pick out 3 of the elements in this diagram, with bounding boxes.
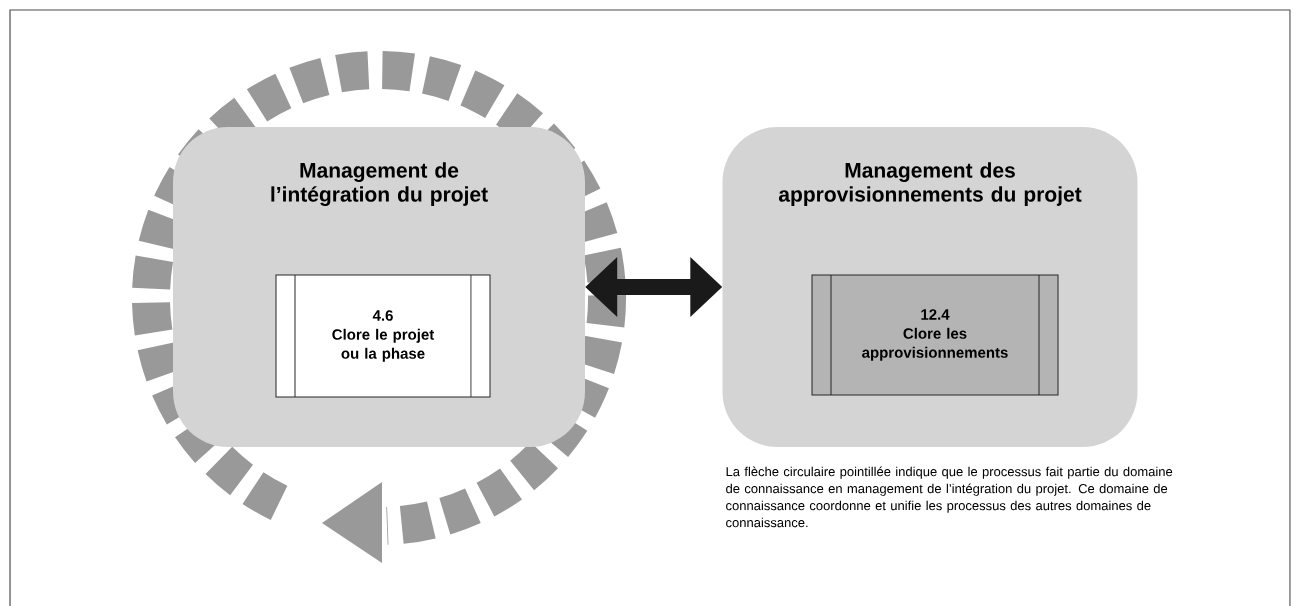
process-box: 4.6 Clore le projet ou la phase	[275, 274, 491, 398]
process-box: 12.4 Clore les approvisionnements	[811, 274, 1059, 396]
note-text: La flèche circulaire pointillée indique que le processus fait partie du domaine de connaissance en management de l’intégration du projet. Ce domaine de connaissance coordonne et unifie les processus des autres domaines de connaissance.	[726, 466, 1173, 528]
